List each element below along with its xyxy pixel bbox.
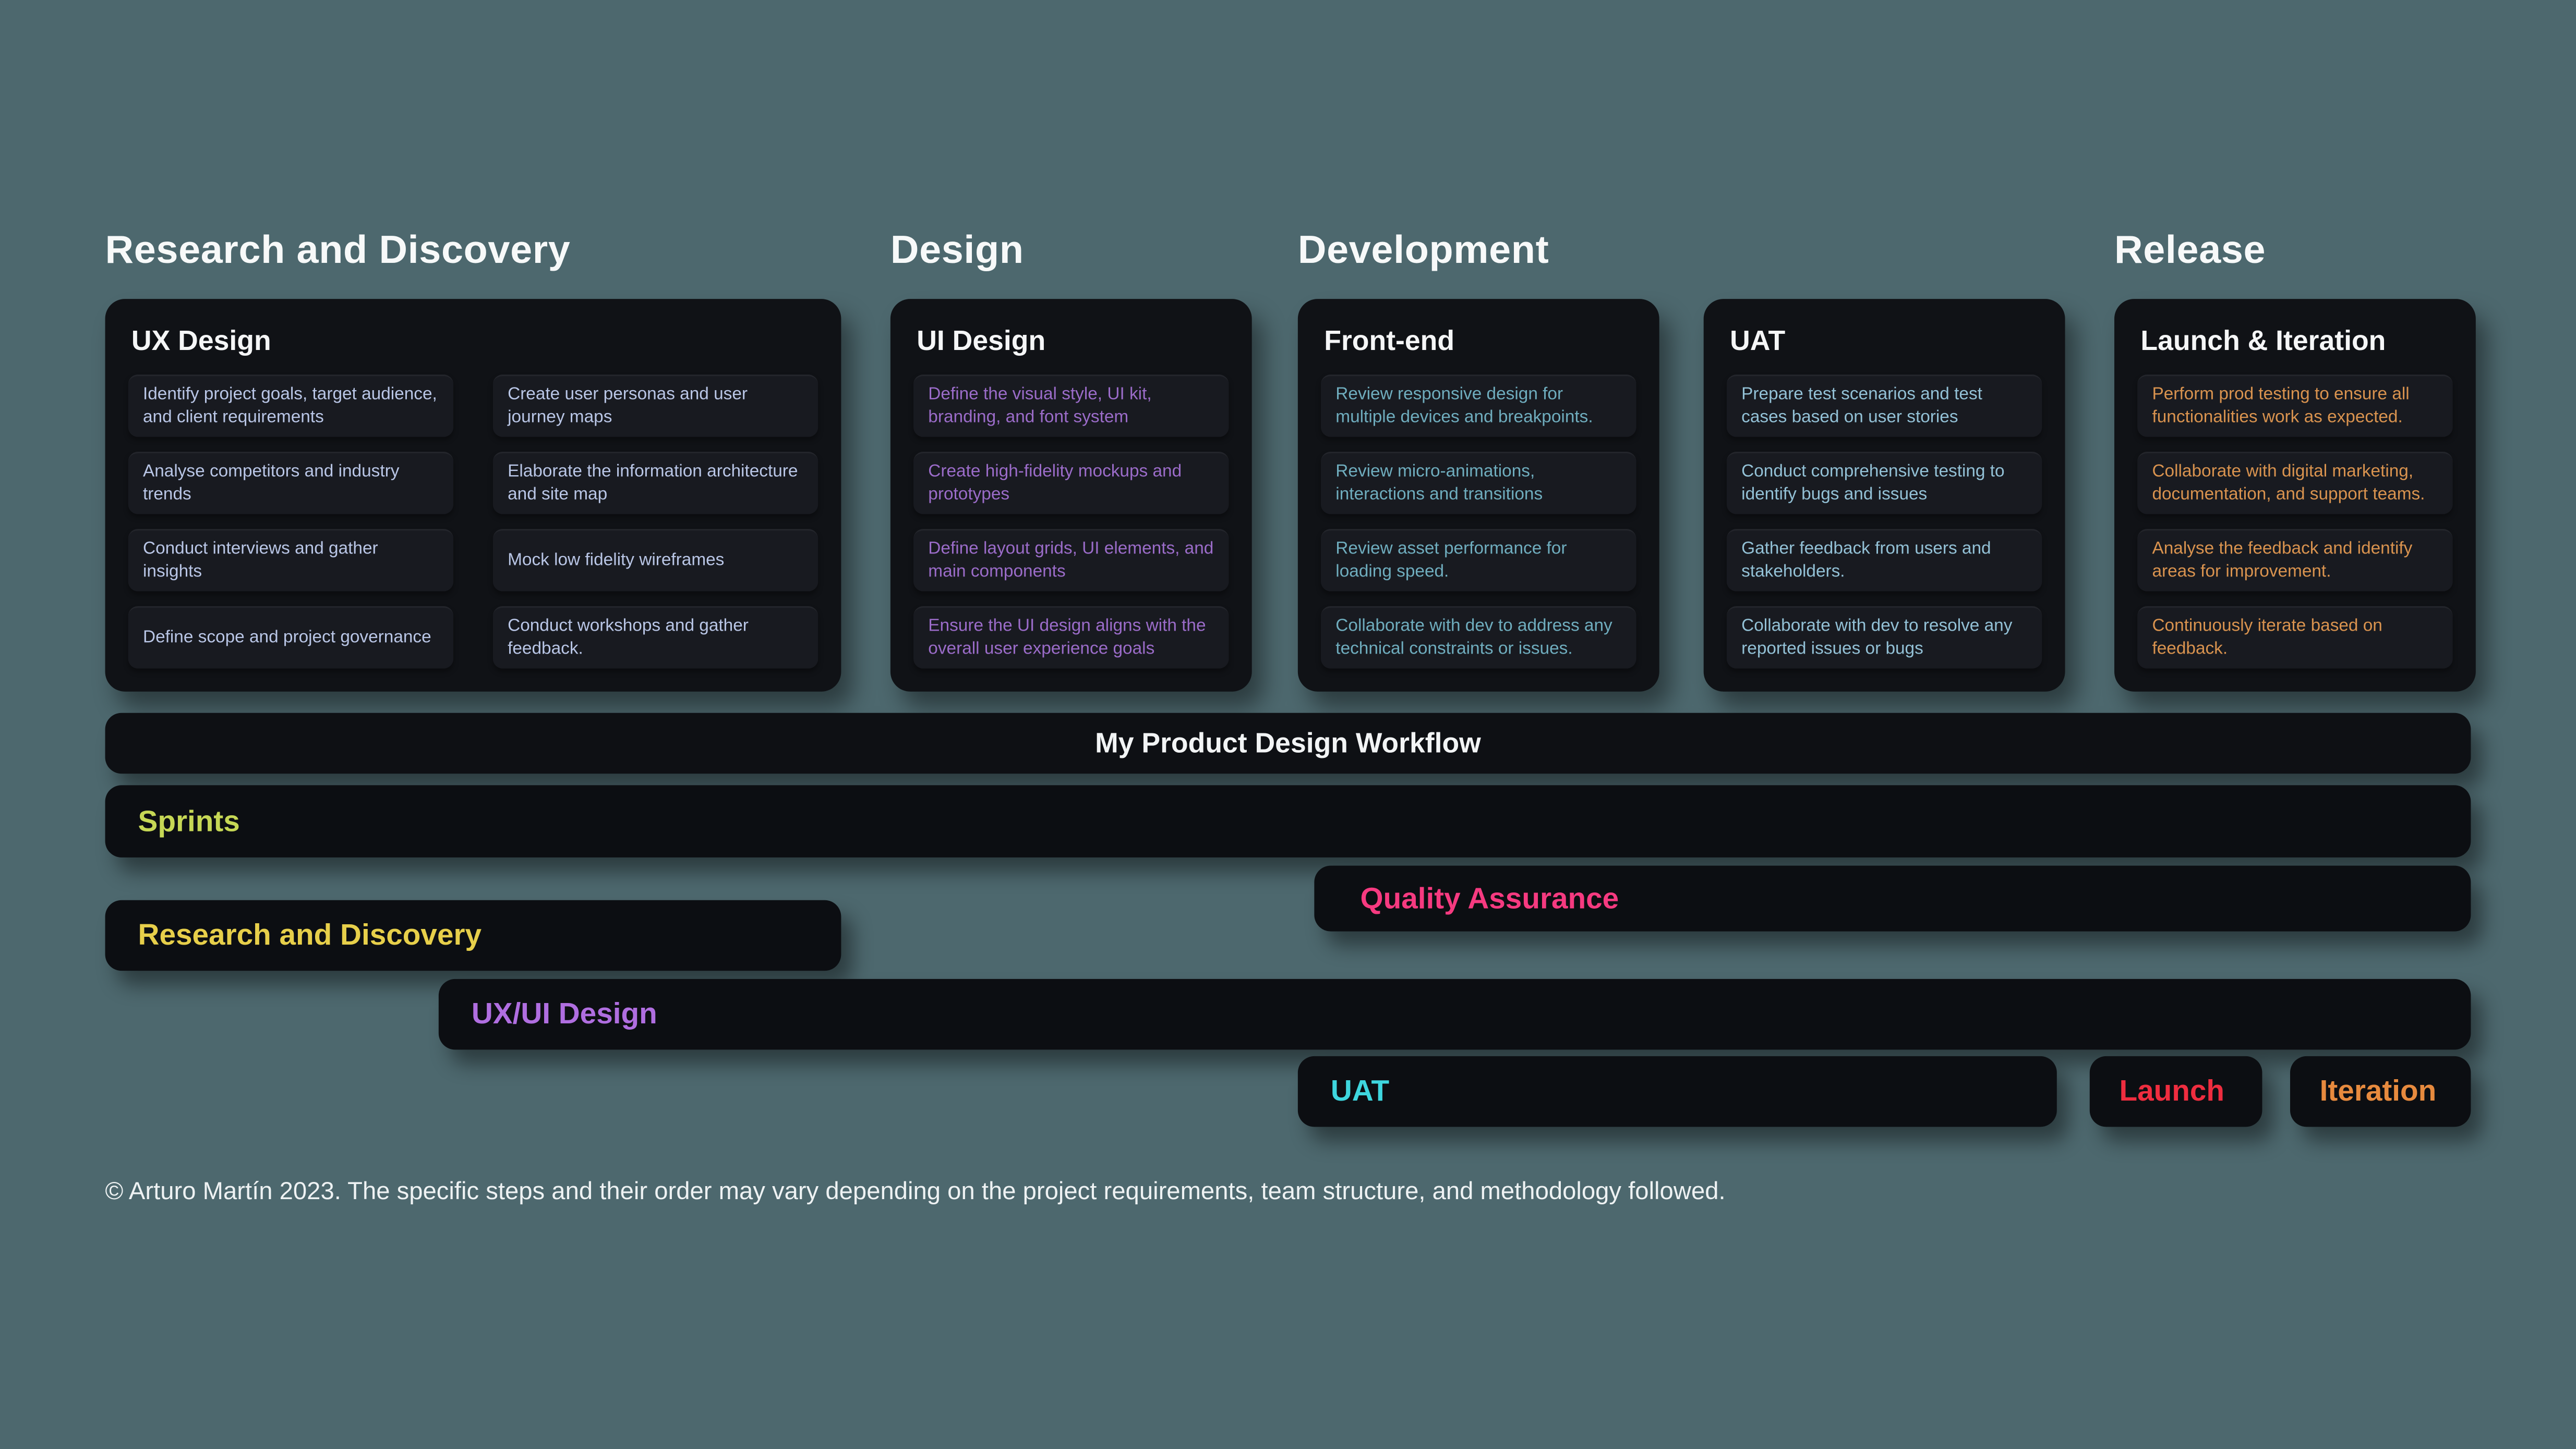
task-chip: Gather feedback from users and stakehold… [1726, 529, 2042, 591]
gantt-bar-sprints: Sprints [105, 785, 2471, 858]
footer-credit: © Arturo Martín 2023. The specific steps… [105, 1177, 1726, 1206]
task-chip: Create high-fidelity mockups and prototy… [913, 452, 1229, 514]
task-chip: Conduct comprehensive testing to identif… [1726, 452, 2042, 514]
gantt-bar-quality-assurance: Quality Assurance [1314, 865, 2471, 932]
card-front-end: Front-end Review responsive design for m… [1297, 299, 1659, 692]
task-chip: Collaborate with digital marketing, docu… [2137, 452, 2453, 514]
task-list: Define the visual style, UI kit, brandin… [913, 375, 1229, 669]
gantt-bar-label: UAT [1330, 1074, 1390, 1107]
gantt-bar-label: Iteration [2319, 1074, 2437, 1107]
gantt-bar-label: Research and Discovery [138, 918, 482, 951]
task-chip: Define layout grids, UI elements, and ma… [913, 529, 1229, 591]
task-list: Review responsive design for multiple de… [1320, 375, 1636, 669]
task-chip: Mock low fidelity wireframes [492, 529, 818, 591]
gantt-bar-label: Quality Assurance [1360, 881, 1619, 914]
task-chip: Review micro-animations, interactions an… [1320, 452, 1636, 514]
task-chip: Define scope and project governance [128, 606, 454, 669]
card-ux-design: UX Design Identify project goals, target… [105, 299, 841, 692]
card-ui-design: UI Design Define the visual style, UI ki… [890, 299, 1252, 692]
phase-label-research-discovery: Research and Discovery [105, 228, 571, 273]
task-chip: Identify project goals, target audience,… [128, 375, 454, 437]
task-chip: Collaborate with dev to address any tech… [1320, 606, 1636, 669]
card-launch-iteration: Launch & Iteration Perform prod testing … [2114, 299, 2476, 692]
task-list: Perform prod testing to ensure all funct… [2137, 375, 2453, 669]
gantt-bar-uat: UAT [1297, 1056, 2057, 1127]
task-chip: Conduct workshops and gather feedback. [492, 606, 818, 669]
phase-label-release: Release [2114, 228, 2266, 273]
task-chip: Continuously iterate based on feedback. [2137, 606, 2453, 669]
card-title: Front-end [1324, 325, 1455, 357]
gantt-bar-iteration: Iteration [2290, 1056, 2471, 1127]
card-title: Launch & Iteration [2140, 325, 2386, 357]
task-chip: Perform prod testing to ensure all funct… [2137, 375, 2453, 437]
task-chip: Create user personas and user journey ma… [492, 375, 818, 437]
task-chip: Conduct interviews and gather insights [128, 529, 454, 591]
workflow-title: My Product Design Workflow [1095, 727, 1481, 758]
task-chip: Review responsive design for multiple de… [1320, 375, 1636, 437]
card-uat: UAT Prepare test scenarios and test case… [1703, 299, 2065, 692]
card-title: UI Design [917, 325, 1046, 357]
task-list: Identify project goals, target audience,… [128, 375, 818, 669]
task-chip: Prepare test scenarios and test cases ba… [1726, 375, 2042, 437]
task-list: Prepare test scenarios and test cases ba… [1726, 375, 2042, 669]
task-chip: Define the visual style, UI kit, brandin… [913, 375, 1229, 437]
card-title: UAT [1730, 325, 1786, 357]
task-chip: Ensure the UI design aligns with the ove… [913, 606, 1229, 669]
gantt-bar-label: Sprints [138, 804, 240, 837]
gantt-bar-launch: Launch [2089, 1056, 2262, 1127]
task-chip: Analyse the feedback and identify areas … [2137, 529, 2453, 591]
task-chip: Elaborate the information architecture a… [492, 452, 818, 514]
task-chip: Collaborate with dev to resolve any repo… [1726, 606, 2042, 669]
task-chip: Review asset performance for loading spe… [1320, 529, 1636, 591]
phase-label-development: Development [1297, 228, 1549, 273]
gantt-bar-research-discovery: Research and Discovery [105, 900, 841, 971]
gantt-bar-ux-ui-design: UX/UI Design [438, 979, 2471, 1050]
gantt-bar-label: Launch [2119, 1074, 2225, 1107]
card-title: UX Design [131, 325, 271, 357]
phase-label-design: Design [890, 228, 1024, 273]
gantt-bar-label: UX/UI Design [471, 997, 657, 1030]
workflow-title-bar: My Product Design Workflow [105, 713, 2471, 774]
task-chip: Analyse competitors and industry trends [128, 452, 454, 514]
